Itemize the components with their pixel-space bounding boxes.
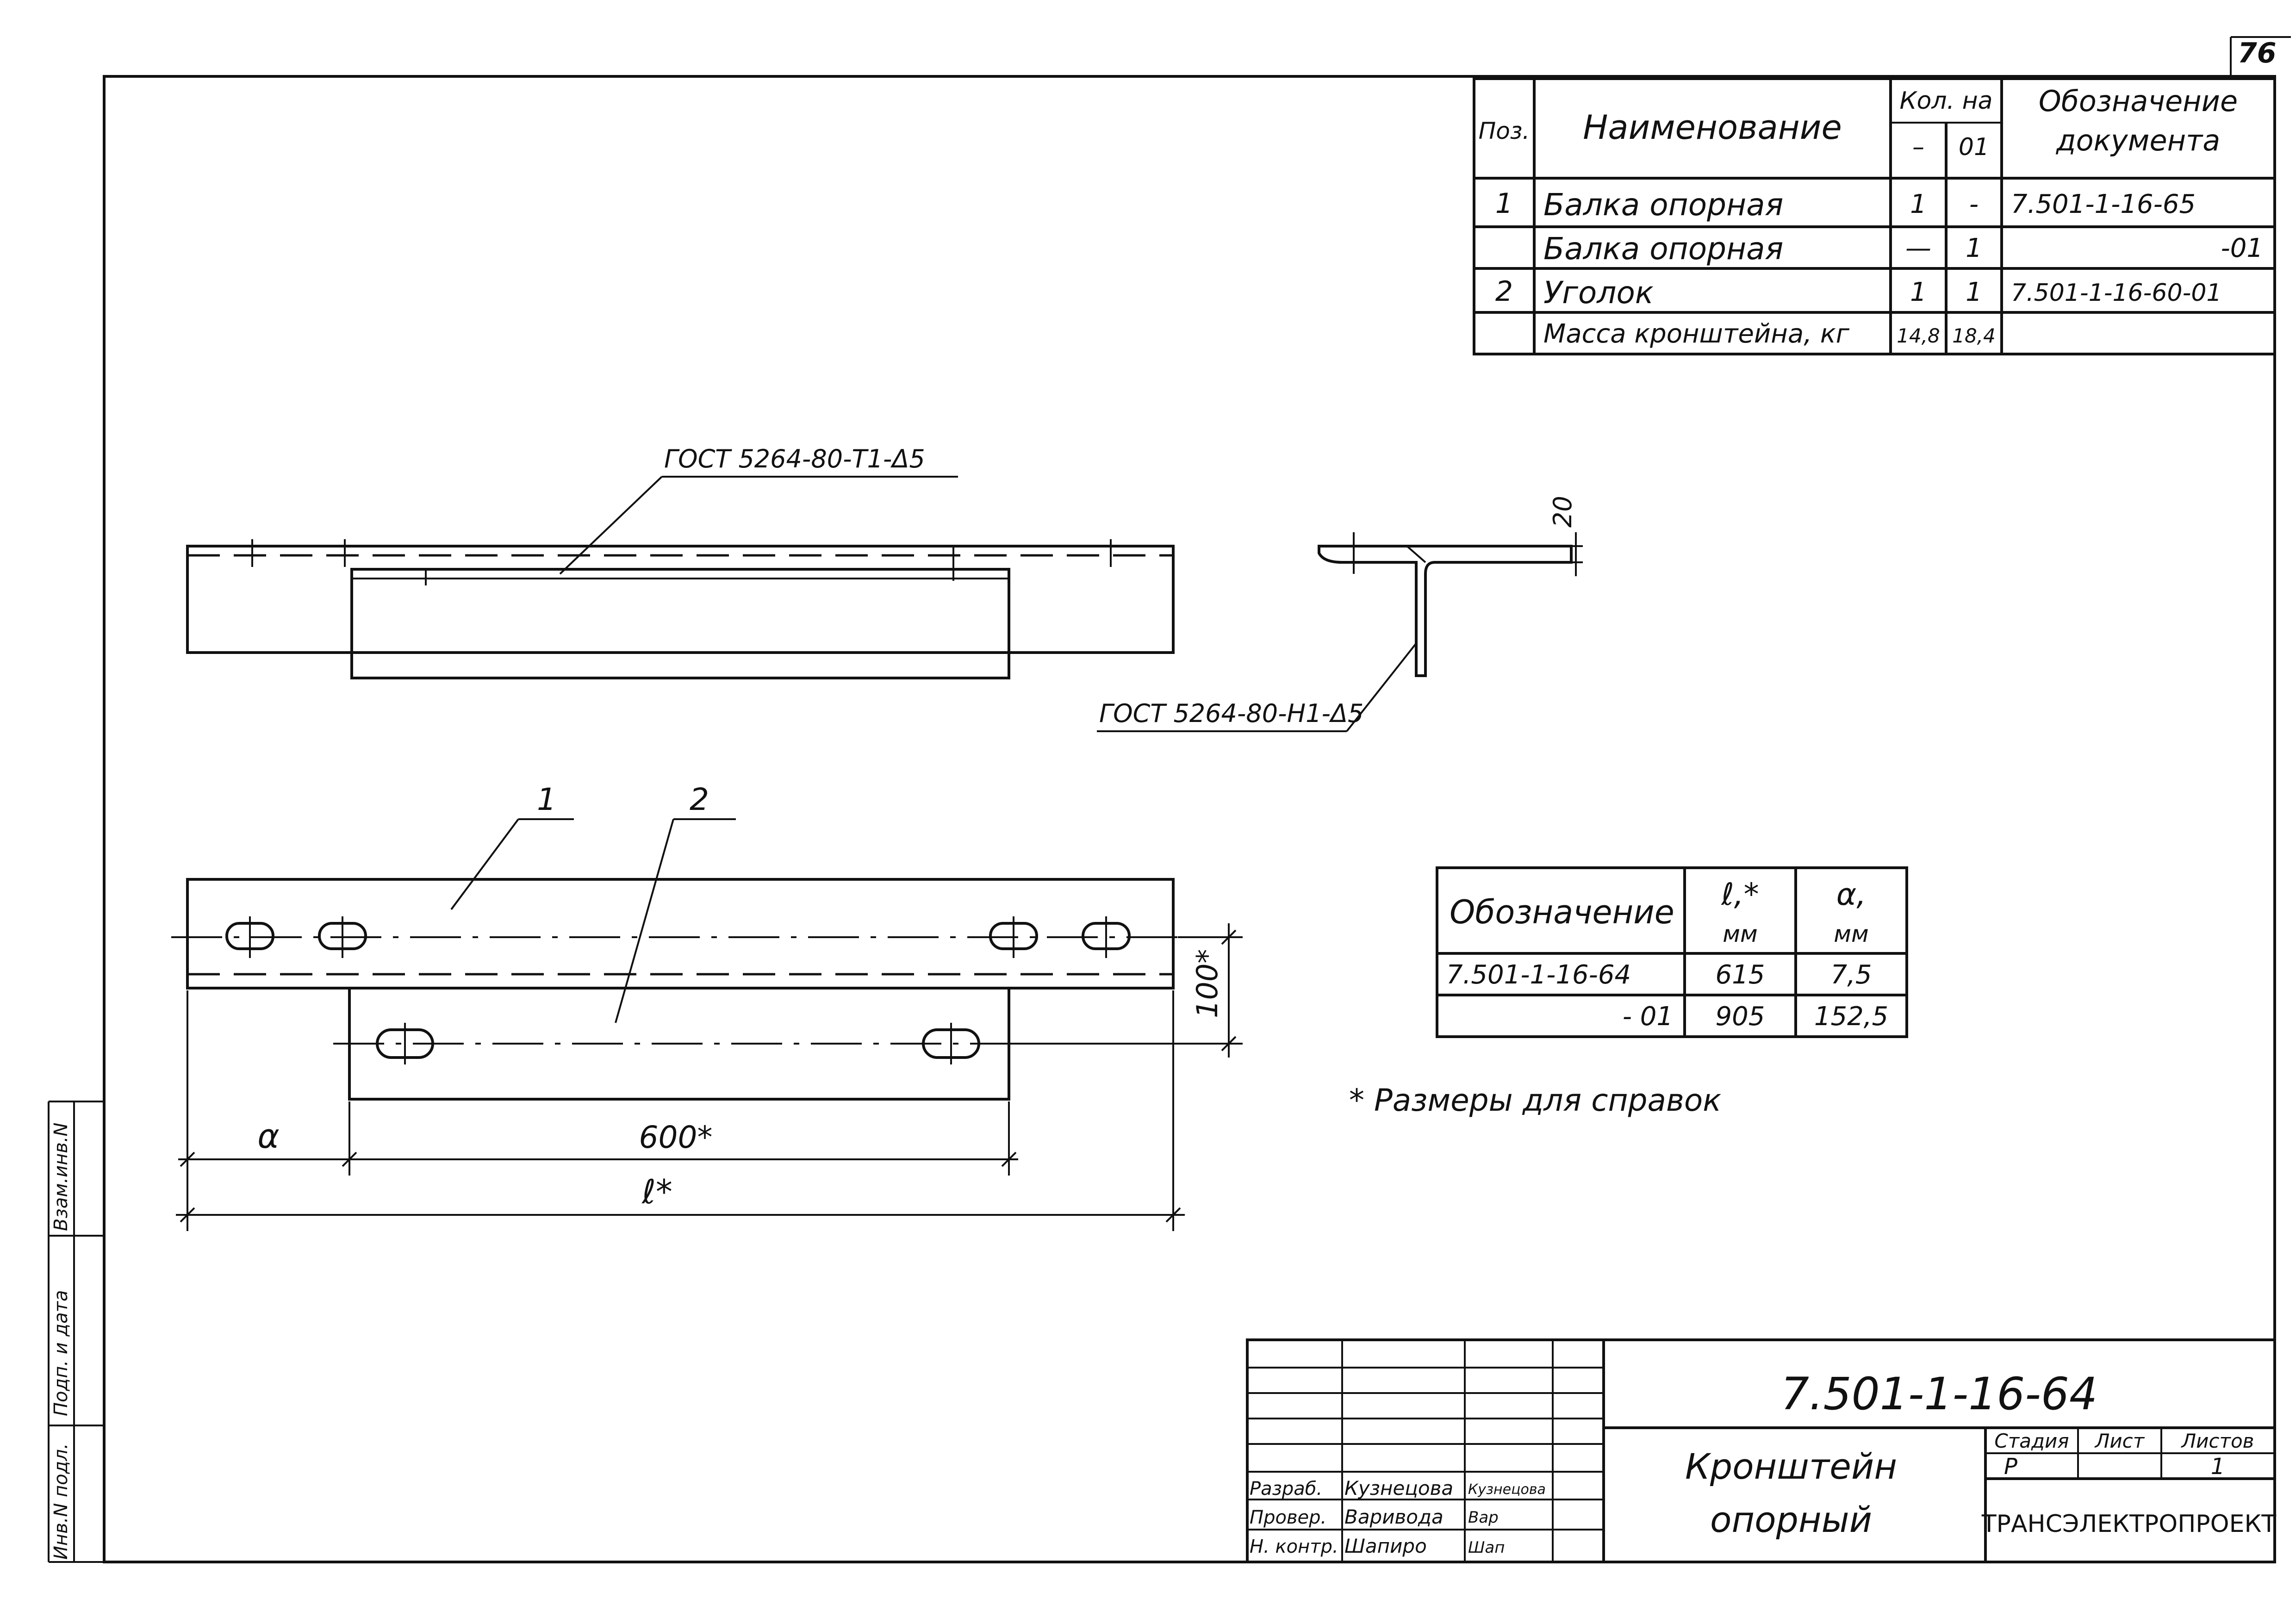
svg-text:ℓ*: ℓ* — [641, 1172, 672, 1211]
size-header-l-unit: мм — [1723, 921, 1757, 947]
title-sheets-label: Листов — [2181, 1430, 2254, 1452]
spec-row1-q1: 1 — [1910, 189, 1927, 219]
dim-a: α — [257, 1117, 279, 1156]
weld-label-top: ГОСТ 5264-80-Т1-Δ5 — [559, 444, 958, 575]
signer-signature: Шап — [1468, 1538, 1505, 1557]
size-header-l: ℓ,* — [1721, 877, 1759, 912]
dim-height-100: 100* — [1011, 923, 1243, 1058]
spec-row3-name: Уголок — [1543, 275, 1654, 311]
callout-pos1: 1 — [450, 782, 574, 910]
support-beam — [186, 878, 1175, 989]
spec-row4-q2: 18,4 — [1952, 324, 1996, 347]
title-line1: Кронштейн — [1685, 1446, 1897, 1487]
spec-table: Поз. Наименование Кол. на – 01 Обозначен… — [1473, 77, 2276, 355]
front-view — [171, 878, 1231, 1101]
spec-row3-doc: 7.501-1-16-60-01 — [2011, 279, 2222, 307]
spec-header-pos: Поз. — [1479, 118, 1530, 144]
sheet-frame — [103, 75, 2276, 1563]
page-number: 76 — [2238, 37, 2277, 69]
size-row1-l: 615 — [1716, 960, 1765, 990]
top-view — [186, 539, 1175, 679]
title-sheets: 1 — [2211, 1454, 2225, 1480]
spec-row2-q1: — — [1905, 233, 1931, 263]
title-line2: опорный — [1710, 1499, 1872, 1540]
spec-row1-name: Балка опорная — [1543, 187, 1783, 223]
signer-name: Кузнецова — [1344, 1477, 1453, 1500]
spec-header-qty: Кол. на — [1900, 87, 1993, 115]
svg-text:ГОСТ 5264-80-Т1-Δ5: ГОСТ 5264-80-Т1-Δ5 — [664, 444, 925, 473]
size-header-a: α, — [1836, 877, 1867, 912]
title-organization: ТРАНСЭЛЕКТРОПРОЕКТ — [1981, 1510, 2277, 1538]
dim-length-l: ℓ* — [176, 1172, 1185, 1223]
spec-row1-doc: 7.501-1-16-65 — [2011, 189, 2196, 219]
size-row2-l: 905 — [1716, 1002, 1765, 1032]
signer-role: Разраб. — [1250, 1478, 1322, 1500]
size-row1-a: 7,5 — [1830, 960, 1872, 990]
spec-row3-q2: 1 — [1966, 277, 1982, 307]
side-stamp-sign: Подп. и дата — [50, 1290, 72, 1416]
dim-600: 600* — [639, 1120, 713, 1155]
title-block: 7.501-1-16-64 Кронштейн опорный Стадия Л… — [1246, 1338, 2277, 1563]
title-stage-label: Стадия — [1994, 1430, 2069, 1452]
signer-role: Провер. — [1250, 1507, 1326, 1528]
side-stamp: Инв.N подл. Подп. и дата Взам.инв.N — [48, 1101, 104, 1563]
callout-pos2: 2 — [615, 782, 736, 1023]
dim-length-600-and-a: α 600* — [178, 990, 1174, 1231]
size-header-designation: Обозначение — [1450, 893, 1674, 931]
dim-section-20: 20 — [1548, 496, 1577, 528]
spec-row2-doc: -01 — [2221, 233, 2263, 263]
signer-name: Варивода — [1344, 1506, 1444, 1528]
spec-row3-q1: 1 — [1910, 277, 1927, 307]
spec-row3-pos: 2 — [1495, 275, 1513, 308]
page-number-frame — [2230, 36, 2291, 76]
title-doc-number: 7.501-1-16-64 — [1781, 1368, 2097, 1420]
spec-row2-name: Балка опорная — [1543, 231, 1783, 267]
side-stamp-inv: Инв.N подл. — [50, 1443, 72, 1560]
angle-section: 20 — [1318, 496, 1583, 677]
svg-text:2: 2 — [690, 782, 709, 817]
signer-role: Н. контр. — [1250, 1536, 1338, 1557]
spec-row4-name: Масса кронштейна, кг — [1543, 319, 1850, 349]
spec-header-doc-line1: Обозначение — [2039, 84, 2238, 118]
size-header-a-unit: мм — [1834, 921, 1868, 947]
svg-text:100*: 100* — [1190, 949, 1224, 1018]
size-row1-designation: 7.501-1-16-64 — [1446, 960, 1631, 990]
weld-label-section: ГОСТ 5264-80-Н1-Δ5 — [1097, 642, 1417, 732]
svg-text:1: 1 — [537, 782, 556, 817]
svg-text:ГОСТ 5264-80-Н1-Δ5: ГОСТ 5264-80-Н1-Δ5 — [1099, 699, 1363, 728]
signer-signature: Кузнецова — [1468, 1481, 1546, 1498]
spec-header-qty-col2: 01 — [1959, 133, 1989, 161]
side-stamp-replace: Взам.инв.N — [50, 1123, 72, 1231]
reference-note: * Размеры для справок — [1349, 1083, 1721, 1118]
spec-header-name: Наименование — [1583, 108, 1842, 147]
title-stage: Р — [2004, 1454, 2017, 1480]
spec-header-doc-line2: документа — [2056, 124, 2221, 157]
spec-row2-q2: 1 — [1966, 233, 1982, 263]
size-row2-designation: - 01 — [1623, 1002, 1673, 1032]
spec-header-qty-col1: – — [1912, 133, 1924, 161]
size-table: Обозначение ℓ,* мм α, мм 7.501-1-16-64 6… — [1436, 866, 1908, 1038]
spec-row4-q1: 14,8 — [1897, 324, 1940, 347]
signer-name: Шапиро — [1344, 1535, 1427, 1557]
title-sheet-label: Лист — [2094, 1430, 2145, 1452]
spec-row1-pos: 1 — [1495, 187, 1513, 220]
spec-row1-q2: - — [1969, 189, 1979, 219]
signer-signature: Вар — [1468, 1508, 1499, 1527]
size-row2-a: 152,5 — [1814, 1002, 1888, 1032]
